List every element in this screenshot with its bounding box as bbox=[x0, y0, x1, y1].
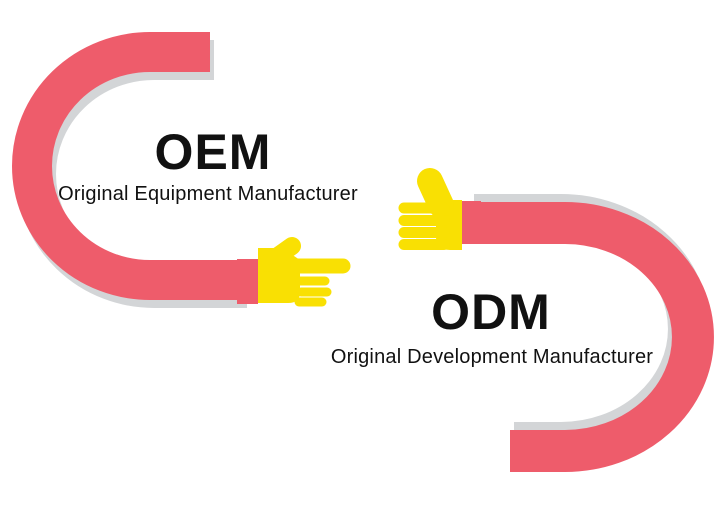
thumbs-up-thumb bbox=[417, 168, 454, 218]
odm-arm-shape bbox=[461, 194, 714, 472]
odm-arm-sleeve bbox=[478, 202, 714, 472]
oem-title: OEM bbox=[154, 124, 272, 180]
oem-subtitle: Original Equipment Manufacturer bbox=[58, 183, 358, 205]
oem-arm-shape bbox=[12, 32, 258, 308]
oem-cuff bbox=[237, 259, 258, 304]
pointing-hand-thumb bbox=[259, 237, 301, 272]
thumbs-up-icon bbox=[398, 168, 462, 250]
pointing-finger-icon bbox=[258, 237, 351, 307]
odm-title: ODM bbox=[431, 284, 551, 340]
odm-cuff bbox=[461, 201, 481, 244]
odm-subtitle: Original Development Manufacturer bbox=[330, 346, 654, 368]
oem-arm-sleeve bbox=[12, 32, 243, 300]
